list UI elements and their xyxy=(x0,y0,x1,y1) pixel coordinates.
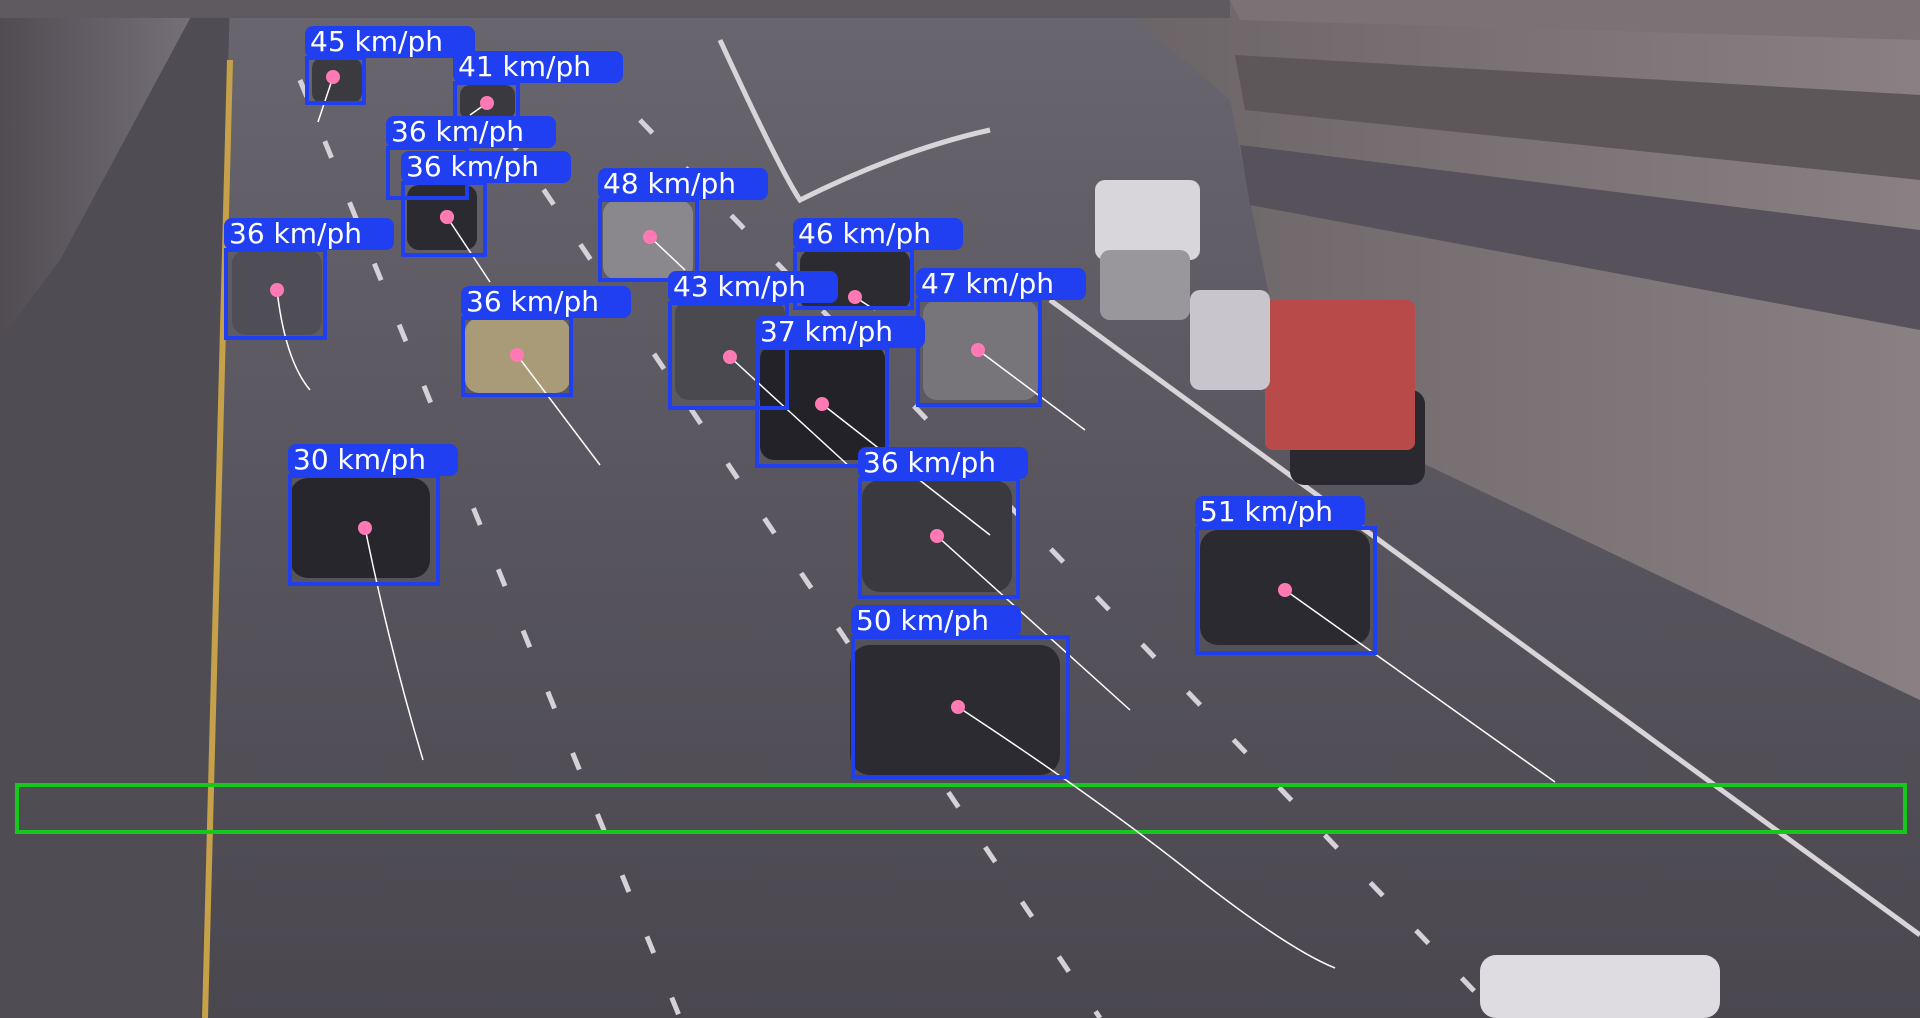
speed-label-background xyxy=(858,447,1028,479)
speed-label-background xyxy=(668,271,838,303)
detection-7: 46 km/ph xyxy=(793,217,963,310)
speed-label-background xyxy=(916,268,1086,300)
vehicle-center-dot xyxy=(480,96,494,110)
speed-label-background xyxy=(755,316,925,348)
vehicle-center-dot xyxy=(326,70,340,84)
speed-label-background xyxy=(1195,496,1365,528)
detection-6: 36 km/ph xyxy=(224,217,394,340)
vehicle-center-dot xyxy=(358,521,372,535)
detection-10: 36 km/ph xyxy=(461,285,631,397)
speed-label: 47 km/ph xyxy=(921,267,1054,300)
speed-label: 36 km/ph xyxy=(863,446,996,479)
vehicle-center-dot xyxy=(930,529,944,543)
detection-4: 36 km/ph xyxy=(401,150,571,257)
speed-label-background xyxy=(461,286,631,318)
speed-label: 37 km/ph xyxy=(760,315,893,348)
detection-3: 36 km/ph xyxy=(386,115,556,224)
speed-label: 43 km/ph xyxy=(673,270,806,303)
vehicle-center-dot xyxy=(643,230,657,244)
vehicle-center-dot xyxy=(951,700,965,714)
vehicle-center-dot xyxy=(270,283,284,297)
speed-label-background xyxy=(793,218,963,250)
speed-label: 36 km/ph xyxy=(466,285,599,318)
speed-label-background xyxy=(386,116,556,148)
vehicle-center-dot xyxy=(510,348,524,362)
vehicle-center-dot xyxy=(1278,583,1292,597)
speed-label: 48 km/ph xyxy=(603,167,736,200)
speed-label-background xyxy=(598,168,768,200)
vehicle-center-dot xyxy=(723,350,737,364)
speed-label: 45 km/ph xyxy=(310,25,443,58)
speed-label-background xyxy=(401,151,571,183)
detection-15: 50 km/ph xyxy=(851,604,1070,779)
vehicle-center-dot xyxy=(815,397,829,411)
speed-label: 50 km/ph xyxy=(856,604,989,637)
speed-label: 36 km/ph xyxy=(391,115,524,148)
detection-12: 30 km/ph xyxy=(288,443,458,586)
vehicle-center-dot xyxy=(440,210,454,224)
detection-11: 37 km/ph xyxy=(755,315,925,468)
vehicle-center-dot xyxy=(971,343,985,357)
speed-label: 30 km/ph xyxy=(293,443,426,476)
vehicle-center-dot xyxy=(848,290,862,304)
speed-label-background xyxy=(453,51,623,83)
detection-2: 41 km/ph xyxy=(453,50,623,120)
detection-1: 45 km/ph xyxy=(305,25,475,105)
speed-label: 36 km/ph xyxy=(229,217,362,250)
speed-label-background xyxy=(305,26,475,58)
speed-detection-zone xyxy=(15,783,1907,834)
speed-label: 51 km/ph xyxy=(1200,495,1333,528)
speed-label: 46 km/ph xyxy=(798,217,931,250)
detection-8: 43 km/ph xyxy=(668,270,838,410)
detection-14: 51 km/ph xyxy=(1195,495,1377,655)
speed-label-background xyxy=(224,218,394,250)
detection-9: 47 km/ph xyxy=(916,267,1086,407)
speed-label: 36 km/ph xyxy=(406,150,539,183)
detection-13: 36 km/ph xyxy=(858,446,1028,599)
detection-5: 48 km/ph xyxy=(598,167,768,282)
speed-label: 41 km/ph xyxy=(458,50,591,83)
overpass-beam xyxy=(0,0,1230,18)
speed-label-background xyxy=(288,444,458,476)
speed-label-background xyxy=(851,605,1021,637)
